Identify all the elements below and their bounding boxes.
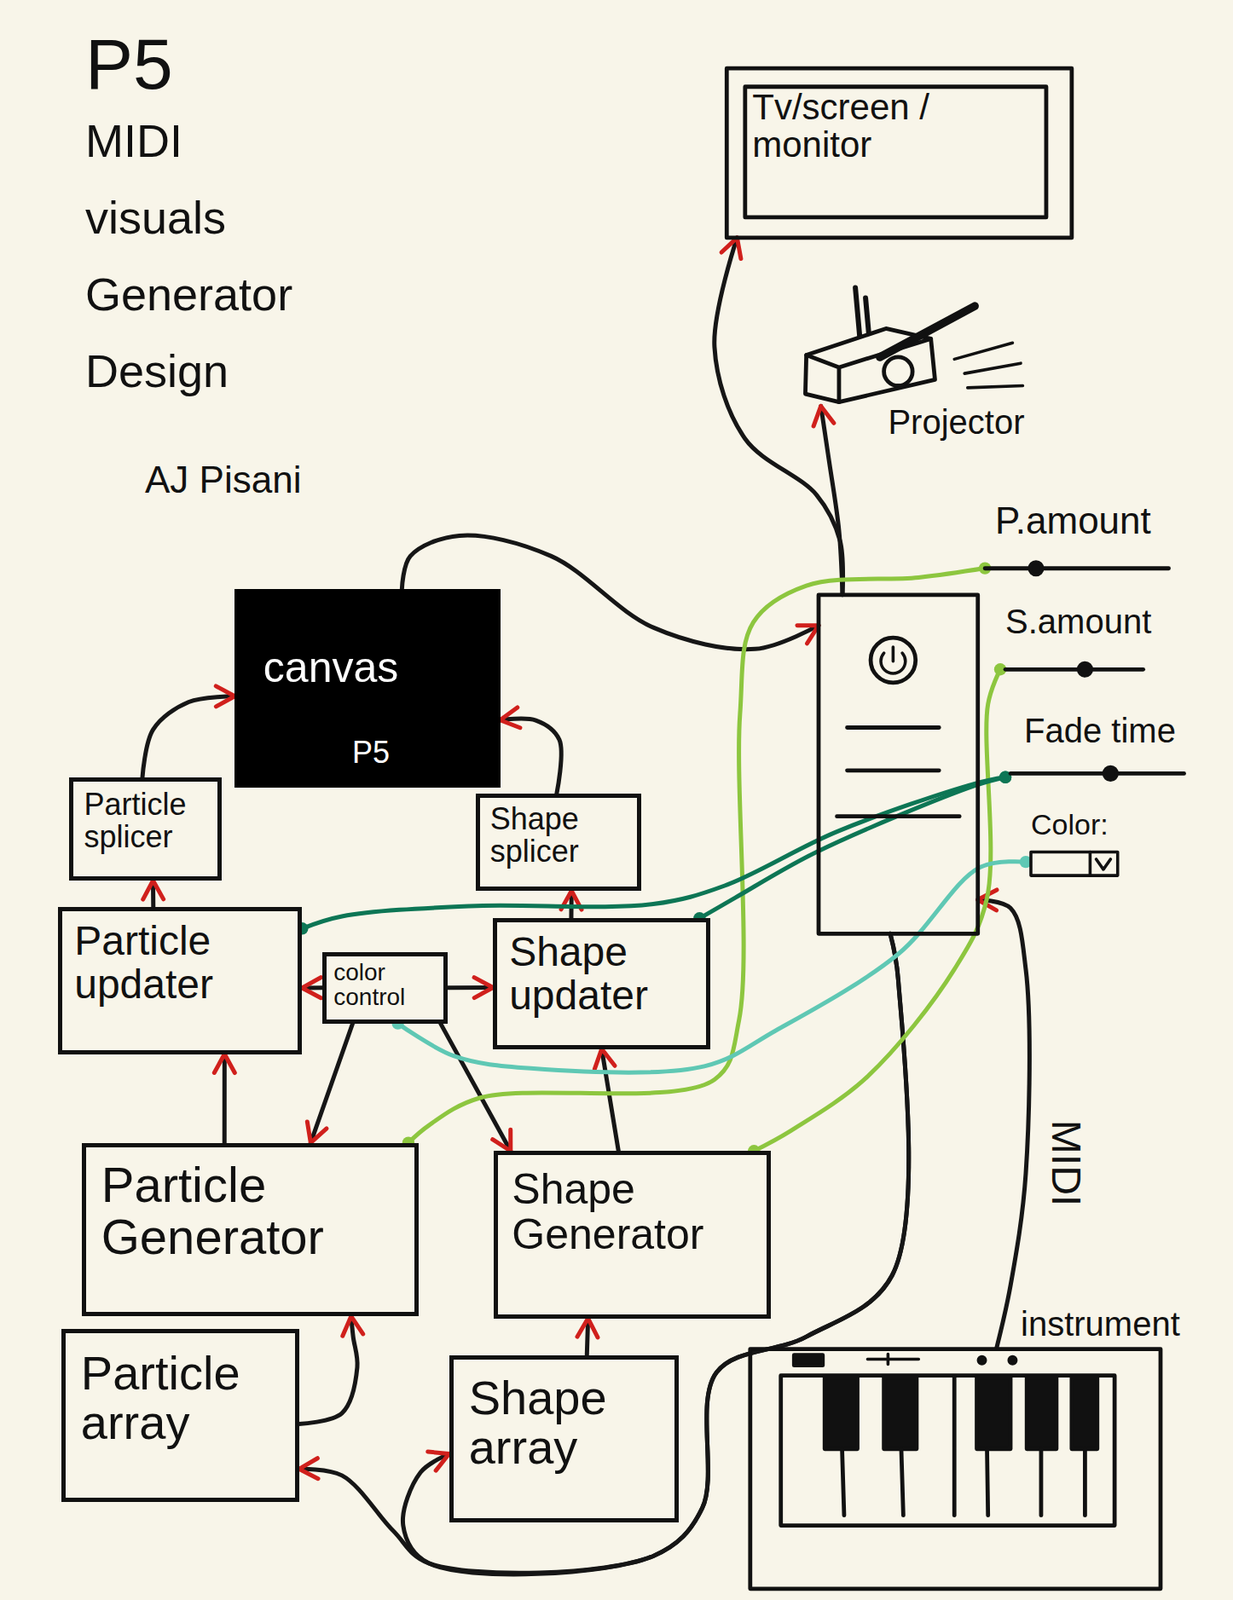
projector-lens: [884, 357, 914, 387]
node-text: P.amount: [995, 501, 1174, 541]
process-box: Particle splicer: [69, 777, 221, 881]
screen-frame: [726, 68, 1072, 238]
power-button: [870, 637, 916, 684]
projector: Projector: [801, 277, 980, 407]
connector: [310, 1024, 353, 1144]
connector: [301, 985, 323, 990]
slider-track: [1010, 771, 1184, 776]
slider-knob: [1030, 562, 1042, 575]
projector-edge: [806, 338, 932, 402]
power-symbol: [880, 647, 906, 674]
author-name: AJ Pisani: [144, 458, 302, 502]
node-text: Fade time: [1024, 712, 1205, 749]
connector: [150, 880, 156, 908]
connector: [602, 1049, 620, 1152]
process-box: color control: [322, 952, 448, 1025]
node-text: Particle splicer: [83, 788, 207, 854]
slider-knob: [1078, 663, 1091, 676]
connector: [714, 237, 844, 596]
process-box: Shape splicer: [475, 793, 642, 892]
control-wire: [301, 777, 1006, 929]
connector: [500, 718, 562, 794]
connector: [447, 985, 493, 990]
display-screen: Tv/screen / monitor: [726, 68, 1072, 238]
slider-control: Fade time: [1005, 709, 1205, 787]
white-key-divider: [842, 1377, 1086, 1517]
canvas-box: canvasP5: [234, 589, 500, 788]
computer-tower: [818, 595, 979, 934]
process-box: Particle Generator: [81, 1143, 419, 1317]
control-wire: [753, 669, 1001, 1152]
black-key: [1071, 1377, 1098, 1450]
node-text: canvas: [263, 645, 399, 691]
instrument: instrument: [750, 1348, 1161, 1589]
dropdown-caret: [1096, 859, 1112, 870]
dropdown-control: Color:: [1025, 806, 1124, 880]
data-box: Particle array: [61, 1329, 300, 1503]
control-wire: [398, 862, 1026, 1074]
screen-panel: [745, 86, 1047, 218]
node-text: Color:: [1030, 810, 1124, 841]
node-text: Shape array: [468, 1373, 660, 1475]
node-text: Shape updater: [509, 931, 695, 1018]
connector: [222, 1054, 227, 1144]
data-box: Shape array: [449, 1355, 679, 1523]
node-text: Particle array: [81, 1348, 280, 1450]
node-text: Particle Generator: [101, 1159, 400, 1264]
process-box: Particle updater: [57, 907, 302, 1054]
dropdown-divider: [1088, 852, 1093, 877]
drive-bay: [837, 728, 961, 817]
node-text: Tv/screen / monitor: [752, 88, 1008, 164]
process-box: Shape updater: [492, 918, 711, 1049]
node-text: P5: [352, 736, 390, 770]
slider-track: [1005, 667, 1144, 672]
node-text: Projector: [887, 404, 1025, 440]
black-key: [824, 1377, 857, 1450]
node-text: Particle updater: [74, 920, 286, 1007]
keyboard-case: [750, 1349, 1161, 1590]
edge-label: MIDI: [1043, 1117, 1091, 1210]
connector: [978, 900, 1031, 1350]
node-text: S.amount: [1005, 603, 1170, 640]
black-key: [884, 1377, 917, 1450]
control-wire: [699, 777, 1006, 920]
keyboard-control: [793, 1355, 823, 1367]
illustrations: [726, 68, 1184, 1590]
black-key: [977, 1377, 1012, 1450]
keyboard-control: [867, 1354, 919, 1366]
process-box: Shape Generator: [493, 1151, 770, 1319]
keyboard-knob: [1009, 1357, 1016, 1364]
connector: [299, 1316, 358, 1425]
slider-control: P.amount: [984, 497, 1174, 585]
computer: [818, 595, 979, 934]
connector: [142, 696, 235, 778]
black-key: [1026, 1377, 1057, 1450]
projector-beam: [954, 342, 1023, 388]
dropdown-box: [1030, 852, 1118, 877]
node-text: Shape splicer: [490, 803, 627, 869]
slider-track: [984, 566, 1169, 571]
keyboard-knob: [978, 1357, 985, 1364]
connector: [821, 405, 843, 595]
node-text: Shape Generator: [511, 1167, 753, 1257]
slider-control: S.amount: [1000, 602, 1170, 679]
node-text: instrument: [1020, 1306, 1181, 1343]
keyboard-keybed: [781, 1376, 1115, 1527]
node-text: color control: [333, 960, 437, 1011]
slider-knob: [1104, 767, 1117, 780]
projector-arm: [879, 306, 975, 358]
diagram-title: P5 MIDI visuals Generator Design: [85, 25, 367, 410]
connector: [586, 1319, 588, 1356]
